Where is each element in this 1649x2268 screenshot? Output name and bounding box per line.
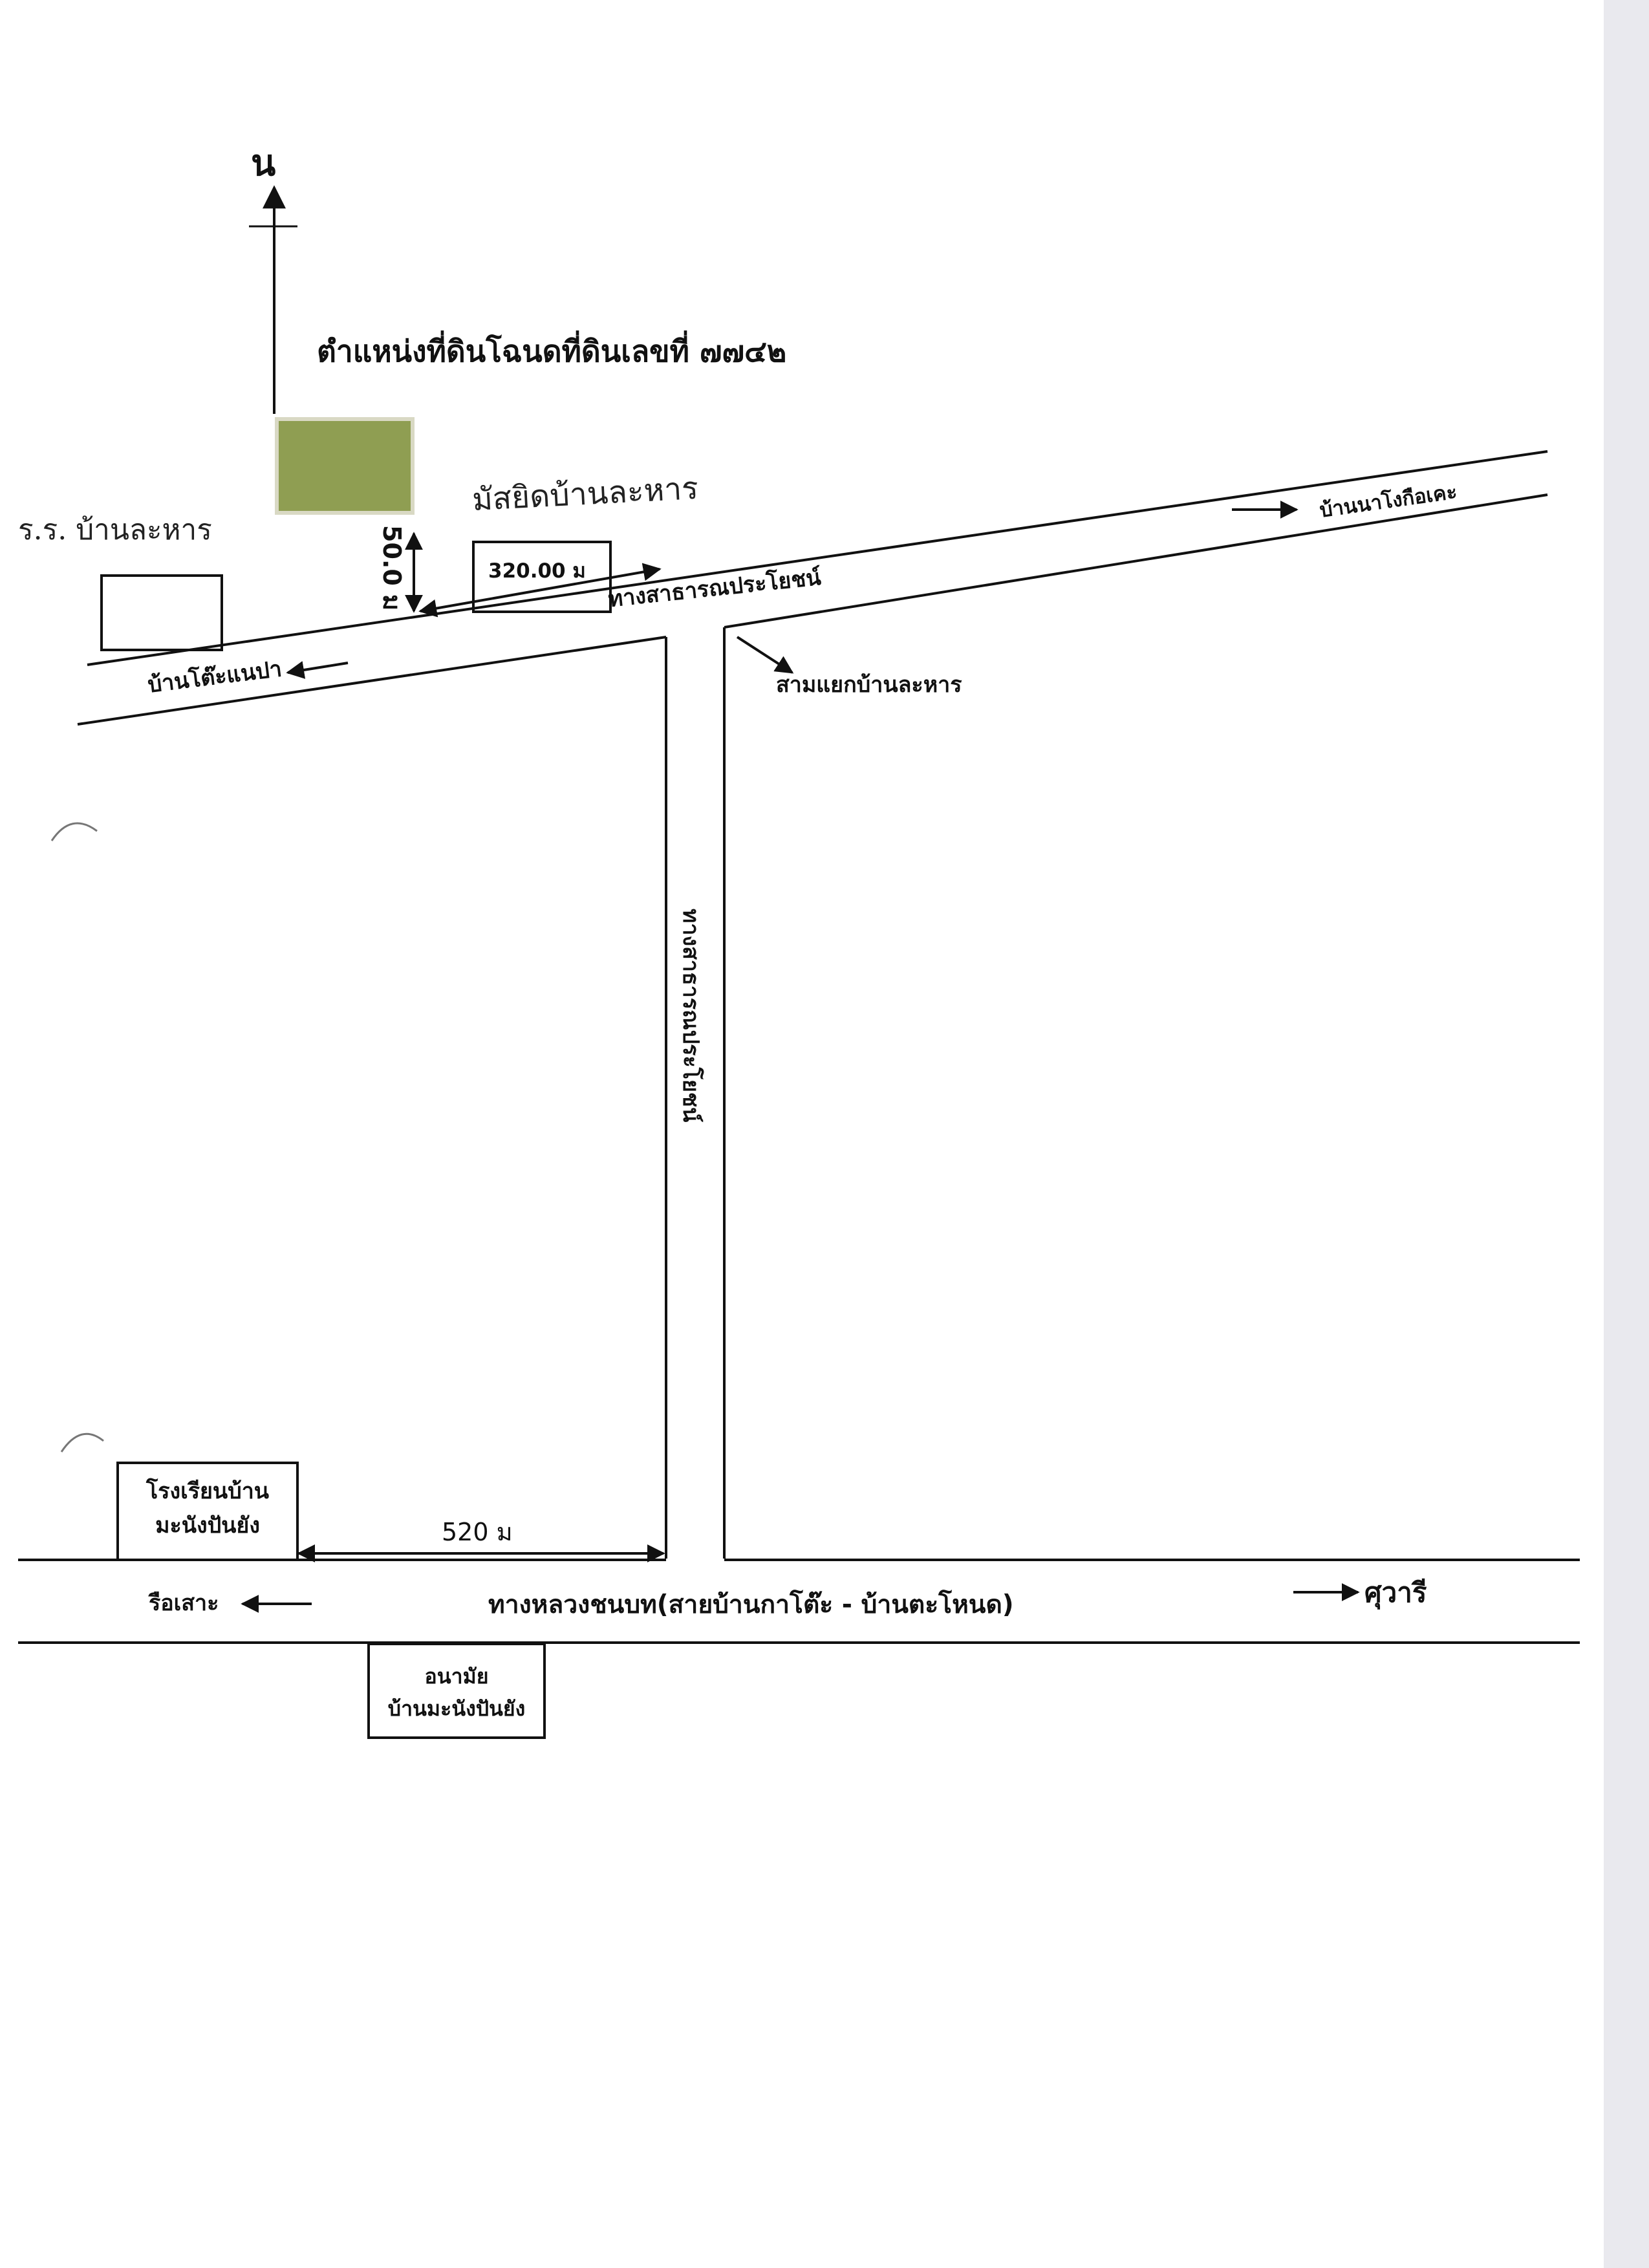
to-sukirin-label: ศุวารี xyxy=(1364,1577,1427,1608)
health-line-2: บ้านมะนังปันยัง xyxy=(387,1696,526,1721)
land-parcel xyxy=(275,417,415,515)
north-label: น xyxy=(251,142,276,184)
school-building-label: โรงเรียนบ้าน มะนังปันยัง xyxy=(118,1474,297,1542)
distance-vertical-label: 50.0 ม xyxy=(378,525,406,611)
health-center-building xyxy=(367,1643,546,1739)
punch-hole-mark-1 xyxy=(50,822,98,841)
distance-horizontal-label: 320.00 ม xyxy=(488,559,586,583)
to-rueso-label: รือเสาะ xyxy=(149,1590,219,1616)
scan-edge xyxy=(1604,0,1649,2268)
school-building-upper xyxy=(100,574,223,651)
health-line-1: อนามัย xyxy=(424,1664,489,1689)
distance-horizontal-arrow xyxy=(418,563,662,618)
school-line-1: โรงเรียนบ้าน xyxy=(146,1478,270,1504)
vertical-road xyxy=(665,627,726,1559)
school-building xyxy=(116,1462,299,1561)
north-arrow-icon xyxy=(249,185,297,414)
distance-bottom-label: 520 ม xyxy=(442,1518,513,1546)
upper-diagonal-road xyxy=(77,450,1548,726)
arrow-junction-icon xyxy=(736,636,794,674)
health-center-label: อนามัย บ้านมะนังปันยัง xyxy=(369,1661,544,1725)
junction-label: สามแยกบ้านละหาร xyxy=(776,672,962,698)
school-line-2: มะนังปันยัง xyxy=(155,1512,260,1539)
map-title: ตำแหน่งที่ดินโฉนดที่ดินเลขที่ ๗๗๔๒ xyxy=(317,334,787,369)
school-handwritten-label: ร.ร. บ้านละหาร xyxy=(18,513,212,546)
punch-hole-mark-2 xyxy=(60,1432,104,1453)
arrow-to-ban-to-icon xyxy=(286,661,349,679)
vertical-road-label: ทางสาธารณประโยชน์ xyxy=(678,909,704,1123)
main-highway-label: ทางหลวงชนบท(สายบ้านกาโต๊ะ - บ้านตะโหนด) xyxy=(488,1590,1014,1619)
